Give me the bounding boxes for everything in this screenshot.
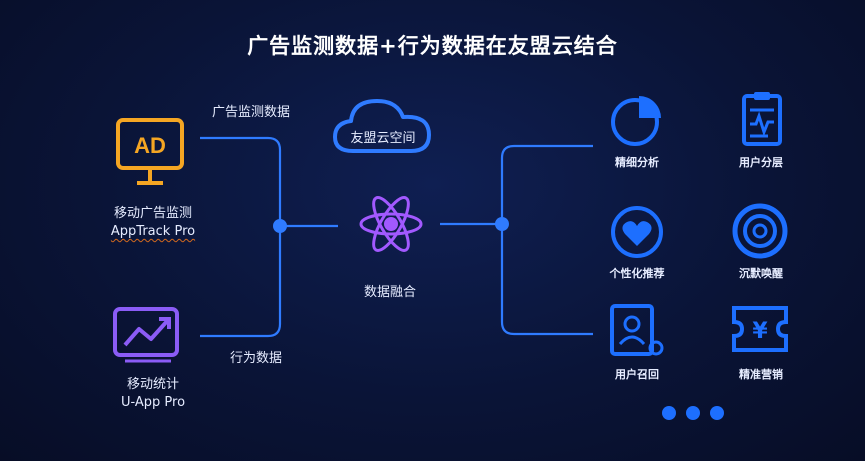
- uapp-name: 移动统计: [126, 377, 179, 392]
- trend-chart-icon: [111, 305, 185, 369]
- left-bracket-line: [200, 136, 282, 338]
- output-label-1: 精细分析: [615, 156, 659, 169]
- more-dots-icon: [662, 404, 728, 422]
- more-dot: [662, 406, 676, 420]
- apptrack-product: AppTrack Pro: [110, 224, 196, 239]
- right-bracket-line: [500, 144, 593, 336]
- cloud-label: 友盟云空间: [350, 131, 416, 146]
- heart-icon: [609, 204, 665, 264]
- user-card-icon: [608, 302, 666, 364]
- uapp-label: 移动统计 U-App Pro: [88, 376, 218, 412]
- more-dot: [710, 406, 724, 420]
- output-label-3: 个性化推荐: [609, 267, 665, 280]
- yuan-ticket-icon: ¥: [730, 304, 790, 358]
- uapp-product: U-App Pro: [120, 395, 186, 410]
- ad-monitor-icon: AD: [111, 115, 189, 197]
- output-label-2: 用户分层: [739, 156, 783, 169]
- output-label-6: 精准营销: [739, 368, 783, 381]
- ad-icon-text: AD: [134, 133, 166, 158]
- output-label-4: 沉默唤醒: [739, 267, 783, 280]
- more-dot: [686, 406, 700, 420]
- output-label-5: 用户召回: [615, 368, 659, 381]
- fusion-label: 数据融合: [363, 285, 416, 300]
- right-junction-dot: [495, 217, 509, 231]
- page-title: 广告监测数据+行为数据在友盟云结合: [247, 34, 618, 58]
- behavior-data-flow-label: 行为数据: [229, 351, 282, 366]
- clipboard-icon: [738, 90, 786, 152]
- cloud-icon: [331, 93, 435, 163]
- atom-icon: [357, 192, 425, 260]
- svg-text:¥: ¥: [752, 319, 768, 344]
- apptrack-name: 移动广告监测: [113, 206, 192, 221]
- ad-data-flow-label: 广告监测数据: [211, 105, 290, 120]
- left-junction-dot: [273, 219, 287, 233]
- apptrack-label: 移动广告监测 AppTrack Pro: [88, 205, 218, 241]
- target-circle-icon: [731, 202, 789, 264]
- pie-chart-icon: [609, 92, 665, 152]
